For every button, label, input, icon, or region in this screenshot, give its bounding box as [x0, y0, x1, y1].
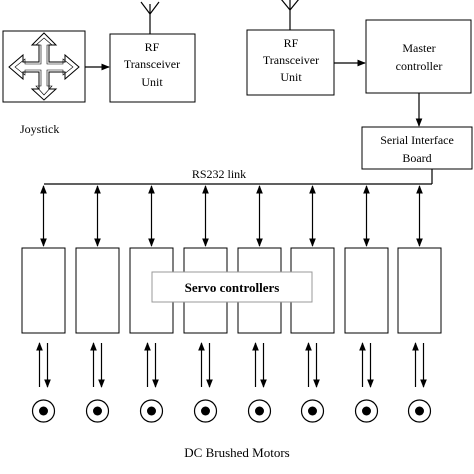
servo-label-group: Servo controllers — [151, 271, 313, 303]
rs232-label: RS232 link — [192, 167, 246, 181]
servo-label-box — [151, 271, 313, 303]
motor-icon — [31, 399, 56, 423]
servo-controller-box — [344, 247, 389, 334]
master-line1: Master — [402, 41, 435, 55]
antenna-icon — [281, 0, 299, 30]
servo-label: Servo controllers — [185, 280, 280, 295]
servo-controller-box — [75, 247, 120, 334]
motor-icon — [300, 399, 325, 423]
rf-right-line1: RF — [284, 36, 299, 50]
servo-controller-box — [21, 247, 66, 334]
rf-left-line3: Unit — [141, 75, 163, 89]
serial-interface-board: Serial Interface Board — [361, 126, 473, 170]
rs232-bus: RS232 link — [44, 167, 433, 185]
motor-icon — [407, 399, 432, 423]
rf-transceiver-left: RF Transceiver Unit — [109, 1, 196, 103]
rf-left-line1: RF — [145, 40, 160, 54]
serial-line2: Board — [402, 151, 431, 165]
motors-label: DC Brushed Motors — [184, 445, 289, 460]
rf-transceiver-right: RF Transceiver Unit — [246, 0, 335, 96]
joystick-block: Joystick — [2, 30, 86, 136]
motor-icon — [85, 399, 110, 423]
master-controller: Master controller — [365, 19, 472, 94]
rf-right-line3: Unit — [280, 70, 302, 84]
motor-icon — [354, 399, 379, 423]
serial-box — [361, 126, 473, 170]
antenna-icon — [140, 1, 160, 34]
motor-icon — [193, 399, 218, 423]
master-line2: controller — [396, 59, 443, 73]
motor-icon — [139, 399, 164, 423]
master-box — [365, 19, 472, 94]
rf-right-line2: Transceiver — [263, 53, 319, 67]
four-way-arrows-icon — [8, 32, 80, 101]
motor-icon — [247, 399, 272, 423]
serial-line1: Serial Interface — [380, 133, 454, 147]
motor-arrows — [36, 342, 427, 388]
joystick-label: Joystick — [20, 122, 59, 136]
servo-controller-box — [397, 247, 442, 334]
rf-left-box — [109, 33, 196, 103]
rf-left-line2: Transceiver — [124, 57, 180, 71]
dc-motors — [31, 399, 432, 423]
bus-arrows — [40, 185, 423, 247]
